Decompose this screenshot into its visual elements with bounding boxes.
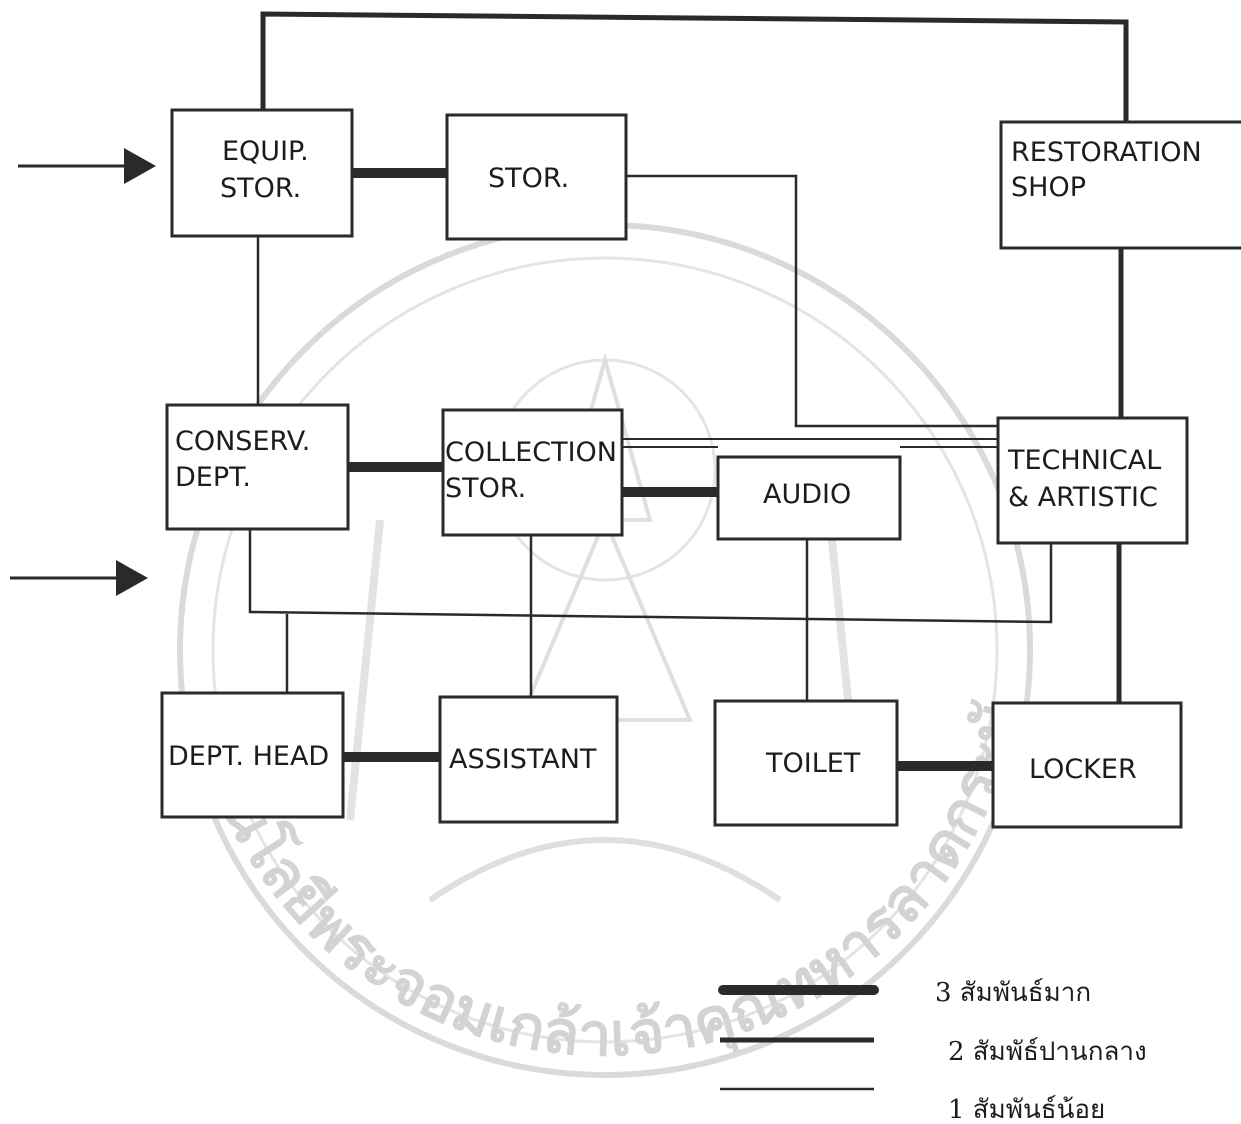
node-audio: AUDIO [716, 455, 902, 541]
connector-stor-technical [626, 174, 998, 428]
node-label-line: STOR. [220, 173, 301, 204]
connector-conserv-technical-loop [248, 529, 1053, 624]
entry-arrow-top [18, 148, 156, 184]
node-locker: LOCKER [991, 701, 1183, 829]
node-label-line: DEPT. HEAD [168, 741, 329, 772]
node-stor: STOR. [445, 113, 628, 241]
node-toilet: TOILET [713, 699, 899, 827]
node-restoration-shop: RESTORATION SHOP [999, 120, 1241, 250]
node-equip-stor: EQUIP. STOR. [170, 108, 354, 238]
legend-label-strong: 3 สัมพันธ์มาก [935, 978, 1091, 1008]
node-label-line: SHOP [1011, 172, 1086, 203]
node-label-line: TECHNICAL [1007, 445, 1161, 476]
node-label-line: STOR. [445, 473, 526, 504]
node-label-line: AUDIO [763, 479, 851, 510]
connectors [248, 11, 1129, 771]
legend-label-weak: 1 สัมพันธ์น้อย [948, 1095, 1105, 1124]
node-technical-artistic: TECHNICAL & ARTISTIC [996, 416, 1189, 545]
node-assistant: ASSISTANT [438, 695, 619, 824]
entry-arrow-middle [10, 560, 148, 596]
node-collection-stor: COLLECTION STOR. [441, 408, 624, 537]
node-label-line: TOILET [765, 748, 861, 779]
node-conserv-dept: CONSERV. DEPT. [165, 403, 350, 531]
node-label-line: ASSISTANT [449, 744, 597, 775]
node-dept-head: DEPT. HEAD [160, 691, 345, 819]
connector-equip-restoration [260, 11, 1129, 122]
node-label-line: COLLECTION [445, 437, 617, 468]
node-label-line: STOR. [488, 163, 569, 194]
node-label-line: DEPT. [175, 462, 251, 493]
node-label-line: & ARTISTIC [1008, 482, 1158, 513]
node-label-line: LOCKER [1029, 754, 1137, 785]
node-label-line: RESTORATION [1011, 137, 1202, 168]
node-label-line: CONSERV. [175, 426, 310, 457]
legend: 3 สัมพันธ์มาก 2 สัมพัธ์ปานกลาง 1 สัมพันธ… [718, 978, 1147, 1124]
node-label-line: EQUIP. [222, 136, 309, 167]
legend-label-medium: 2 สัมพัธ์ปานกลาง [948, 1037, 1147, 1067]
